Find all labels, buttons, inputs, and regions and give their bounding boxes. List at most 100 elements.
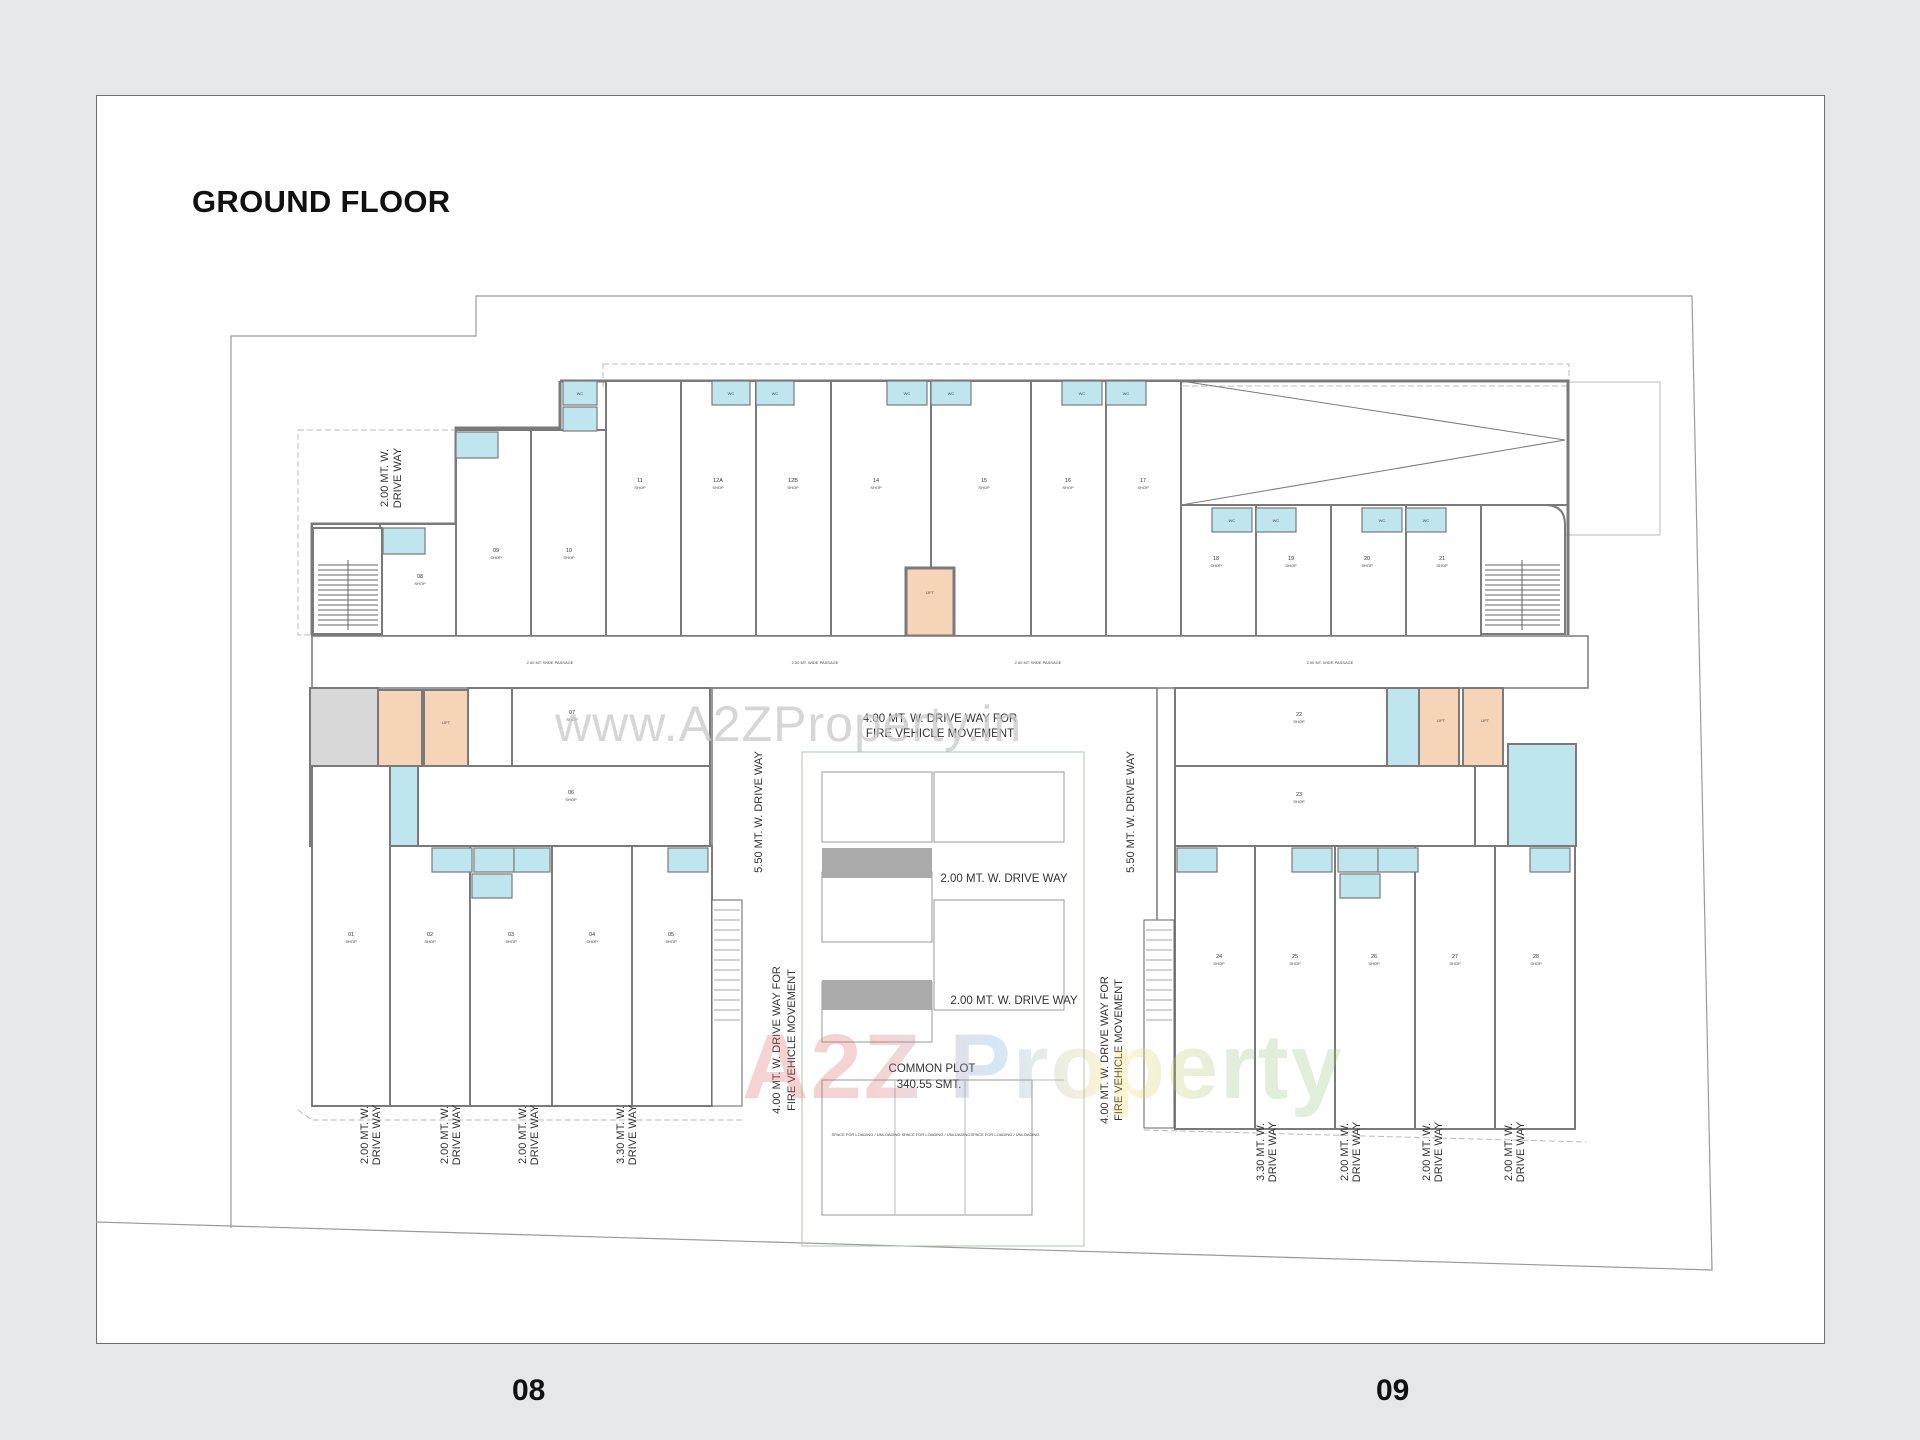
- wc-label: WC: [904, 391, 911, 396]
- shop-number-20: 20: [1364, 556, 1370, 562]
- shop-word: SHOP: [1449, 961, 1461, 966]
- shop-number-01: 01: [348, 932, 354, 938]
- center-drive-label-2: 2.00 MT. W. DRIVE WAY: [950, 995, 1077, 1007]
- bottom-drive-label: DRIVE WAY: [627, 1104, 639, 1165]
- shop-word: SHOP: [565, 797, 577, 802]
- shop-word: SHOP: [1137, 485, 1149, 490]
- shop-word: SHOP: [634, 485, 646, 490]
- fire-driveway-outline: [711, 687, 1158, 920]
- page-title: GROUND FLOOR: [192, 184, 451, 219]
- shop-number-25: 25: [1292, 954, 1298, 960]
- top-left-drive-label-2: DRIVE WAY: [392, 447, 404, 508]
- common-plot-name: COMMON PLOT: [889, 1063, 976, 1075]
- page-number-right: 09: [1376, 1374, 1410, 1407]
- passage-label: 2.00 MT. WIDE PASSAGE: [792, 660, 839, 665]
- fire-drive-label-right-2: FIRE VEHICLE MOVEMENT: [1113, 979, 1125, 1121]
- wc-label: WC: [948, 391, 955, 396]
- shop-word: SHOP: [563, 555, 575, 560]
- wc-label: WC: [1273, 518, 1280, 523]
- fire-drive-label-left-2: FIRE VEHICLE MOVEMENT: [786, 969, 798, 1111]
- bottom-drive-label: DRIVE WAY: [1351, 1121, 1363, 1182]
- shop-number-18: 18: [1213, 556, 1219, 562]
- shop-word: SHOP: [424, 939, 436, 944]
- passage-label: 2.00 MT. WIDE PASSAGE: [1015, 660, 1062, 665]
- bottom-shops-right: [1174, 845, 1576, 1130]
- shop-number-22: 22: [1296, 712, 1302, 718]
- shop-number-06: 06: [568, 790, 574, 796]
- lift-label: LIFT: [1437, 718, 1446, 723]
- shop-word: SHOP: [870, 485, 882, 490]
- lift-label: LIFT: [926, 590, 935, 595]
- wc-label: WC: [1229, 518, 1236, 523]
- shop-word: SHOP: [1293, 799, 1305, 804]
- bottom-drive-label: DRIVE WAY: [1267, 1121, 1279, 1182]
- shop-number-02: 02: [427, 932, 433, 938]
- shop-word: SHOP: [1285, 563, 1297, 568]
- top-left-drive-label-1: 2.00 MT. W.: [379, 449, 391, 507]
- bottom-drive-label: DRIVE WAY: [1433, 1121, 1445, 1182]
- shop-number-19: 19: [1288, 556, 1294, 562]
- lift-label: LIFT: [1481, 718, 1490, 723]
- middle-block-left: [309, 687, 711, 847]
- shop-number-12b: 12B: [788, 478, 798, 484]
- page-number-left: 08: [512, 1374, 546, 1407]
- toilet-blocks-top: [382, 380, 1447, 555]
- bottom-shops-left: [311, 765, 713, 1107]
- shop-word: SHOP: [414, 581, 426, 586]
- bottom-drive-label: 3.30 MT. W.: [1255, 1123, 1267, 1181]
- bottom-drive-label: 2.00 MT. W.: [359, 1106, 371, 1164]
- shop-word: SHOP: [1368, 961, 1380, 966]
- wc-label: WC: [728, 391, 735, 396]
- lift-top: [904, 566, 956, 638]
- shop-word: SHOP: [1213, 961, 1225, 966]
- shop-number-03: 03: [508, 932, 514, 938]
- shop-word: SHOP: [1530, 961, 1542, 966]
- center-drive-label-1: 2.00 MT. W. DRIVE WAY: [940, 873, 1067, 885]
- shop-number-10: 10: [566, 548, 572, 554]
- shop-number-11: 11: [637, 478, 643, 484]
- wc-label: WC: [1079, 391, 1086, 396]
- wc-label: WC: [1379, 518, 1386, 523]
- staircase-right: [1480, 504, 1566, 635]
- bottom-drive-label: 2.00 MT. W.: [1503, 1123, 1515, 1181]
- wc-label: WC: [1123, 391, 1130, 396]
- shop-word: SHOP: [1210, 563, 1222, 568]
- shop-word: SHOP: [712, 485, 724, 490]
- shop-number-24: 24: [1216, 954, 1222, 960]
- shop-word: SHOP: [566, 717, 578, 722]
- common-plot-area: 340.55 SMT.: [897, 1079, 962, 1091]
- wc-label: WC: [577, 391, 584, 396]
- shop-number-26: 26: [1371, 954, 1377, 960]
- loading-bay-label: SPACE FOR LOADING / UNLOADING: [970, 1132, 1039, 1137]
- shop-number-16: 16: [1065, 478, 1071, 484]
- bottom-drive-label: 2.00 MT. W.: [439, 1106, 451, 1164]
- shop-word: SHOP: [1289, 961, 1301, 966]
- ramp: [1180, 380, 1569, 506]
- shop-number-23: 23: [1296, 792, 1302, 798]
- side-drive-label-right: 5.50 MT. W. DRIVE WAY: [1125, 751, 1137, 873]
- side-drive-label-left: 5.50 MT. W. DRIVE WAY: [753, 751, 765, 873]
- bottom-drive-label: DRIVE WAY: [371, 1104, 383, 1165]
- plot-boundary: [95, 295, 1713, 1271]
- shop-number-27: 27: [1452, 954, 1458, 960]
- shop-number-04: 04: [589, 932, 595, 938]
- top-shops: [311, 380, 1482, 637]
- bottom-drive-label: DRIVE WAY: [1515, 1121, 1527, 1182]
- shop-number-15: 15: [981, 478, 987, 484]
- fire-drive-label-top-1: 4.00 MT. W. DRIVE WAY FOR: [863, 713, 1017, 725]
- bottom-drive-label: 2.00 MT. W.: [1339, 1123, 1351, 1181]
- watermark-url: www.A2ZProperty.in: [555, 696, 1023, 752]
- shop-number-17: 17: [1140, 478, 1146, 484]
- shop-word: SHOP: [1062, 485, 1074, 490]
- shop-word: SHOP: [1293, 719, 1305, 724]
- bottom-drive-label: 2.00 MT. W.: [517, 1106, 529, 1164]
- shop-word: SHOP: [345, 939, 357, 944]
- passage-label: 2.00 MT. WIDE PASSAGE: [527, 660, 574, 665]
- shop-word: SHOP: [978, 485, 990, 490]
- bottom-drive-label: DRIVE WAY: [529, 1104, 541, 1165]
- fire-drive-label-left-1: 4.00 MT. W. DRIVE WAY FOR: [771, 966, 783, 1114]
- shop-word: SHOP: [490, 555, 502, 560]
- loading-bay-label: SPACE FOR LOADING / UNLOADING: [831, 1132, 900, 1137]
- shop-number-21: 21: [1439, 556, 1445, 562]
- wc-label: WC: [772, 391, 779, 396]
